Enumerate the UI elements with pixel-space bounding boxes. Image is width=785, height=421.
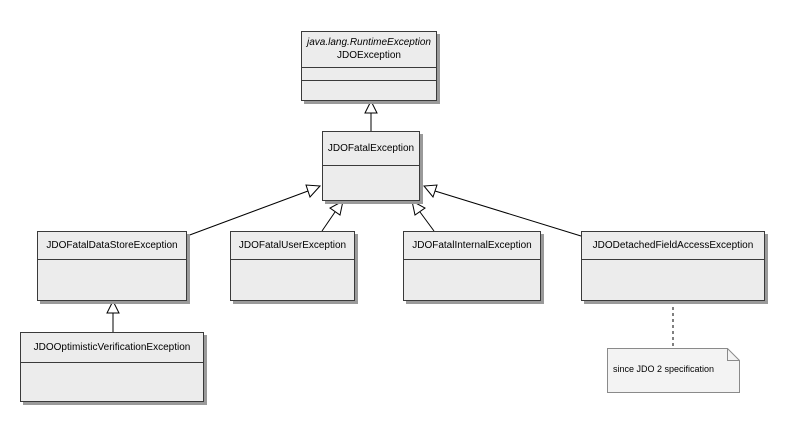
class-name: JDOException — [337, 50, 401, 61]
class-jdo-fatal-exception[interactable]: JDOFatalException — [322, 131, 420, 201]
attributes-compartment — [302, 68, 436, 81]
class-stereotype: java.lang.RuntimeException — [307, 37, 431, 48]
generalization-arrowhead — [364, 99, 378, 114]
class-name: JDODetachedFieldAccessException — [592, 240, 754, 251]
generalization-line — [419, 211, 435, 232]
class-name: JDOFatalInternalException — [412, 240, 532, 251]
note-since-jdo2[interactable]: since JDO 2 specification — [607, 348, 741, 394]
class-name: JDOFatalDataStoreException — [46, 240, 178, 251]
class-jdo-detached-field-access-exception[interactable]: JDODetachedFieldAccessException — [581, 231, 765, 301]
generalization-arrowhead — [305, 184, 322, 198]
generalization-arrowhead — [411, 200, 426, 216]
class-name: JDOFatalException — [327, 143, 415, 154]
note-text: since JDO 2 specification — [613, 364, 715, 374]
class-jdo-optimistic-verification-exception[interactable]: JDOOptimisticVerificationException — [20, 332, 204, 402]
class-name: JDOOptimisticVerificationException — [33, 342, 191, 353]
generalization-arrowhead — [329, 200, 344, 216]
class-name: JDOFatalUserException — [238, 240, 347, 251]
generalization-line — [321, 211, 336, 232]
note-shape — [607, 348, 740, 393]
generalization-line — [186, 190, 309, 237]
class-jdo-fatal-internal-exception[interactable]: JDOFatalInternalException — [403, 231, 541, 301]
class-jdo-exception[interactable]: java.lang.RuntimeException JDOException — [301, 31, 437, 101]
generalization-line — [434, 190, 582, 237]
generalization-arrowhead — [423, 184, 438, 199]
class-jdo-fatal-datastore-exception[interactable]: JDOFatalDataStoreException — [37, 231, 187, 301]
class-jdo-fatal-user-exception[interactable]: JDOFatalUserException — [230, 231, 355, 301]
generalization-arrowhead — [106, 299, 120, 314]
